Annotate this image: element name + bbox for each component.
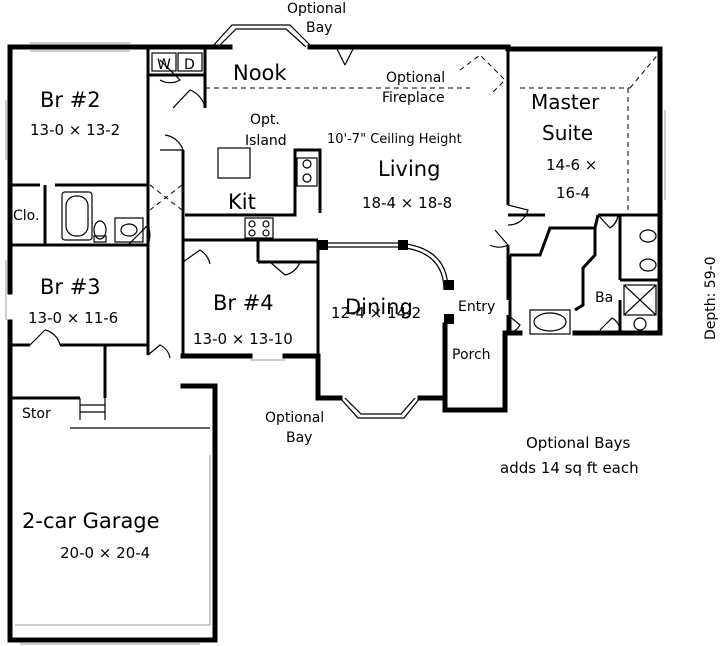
doors bbox=[29, 59, 621, 359]
bottom-bay-line1: Optional bbox=[265, 410, 324, 426]
storage-label: Stor bbox=[22, 406, 51, 422]
bays-note-line1: Optional Bays bbox=[526, 434, 631, 452]
island-line1: Opt. bbox=[250, 112, 280, 128]
bottom-optional-bay bbox=[339, 397, 421, 419]
br4-dims: 13-0 × 13-10 bbox=[193, 330, 293, 348]
master-dims1: 14-6 × bbox=[546, 156, 597, 174]
interior-walls bbox=[10, 47, 660, 400]
closet-label: Clo. bbox=[13, 208, 39, 224]
nook-label: Nook bbox=[233, 61, 287, 85]
fireplace-line1: Optional bbox=[386, 70, 445, 86]
dryer-label: D bbox=[184, 57, 195, 73]
dining-name: Dining bbox=[345, 295, 413, 319]
ceiling-height: 10'-7" Ceiling Height bbox=[327, 132, 462, 147]
room-labels: Br #2 13-0 × 13-2 Clo. Br #3 13-0 × 11-6… bbox=[13, 57, 613, 562]
bottom-bay-line2: Bay bbox=[286, 430, 312, 446]
living-name: Living bbox=[378, 157, 440, 181]
kitchen-label: Kit bbox=[228, 190, 256, 214]
garage-name: 2-car Garage bbox=[22, 509, 160, 533]
top-bay-line1: Optional bbox=[287, 1, 346, 17]
island-line2: Island bbox=[245, 133, 287, 149]
top-bay-line2: Bay bbox=[306, 20, 332, 36]
master-line1: Master bbox=[531, 90, 600, 114]
br4-name: Br #4 bbox=[213, 291, 274, 315]
br3-dims: 13-0 × 11-6 bbox=[28, 309, 118, 327]
bays-note-line2: adds 14 sq ft each bbox=[500, 459, 639, 477]
living-dims: 18-4 × 18-8 bbox=[362, 194, 452, 212]
bath-label: Ba bbox=[595, 290, 613, 306]
exterior-walls bbox=[7, 44, 663, 643]
windows bbox=[5, 42, 666, 645]
entry-label: Entry bbox=[458, 299, 495, 315]
master-dims2: 16-4 bbox=[556, 184, 590, 202]
top-optional-bay bbox=[211, 24, 355, 66]
porch-label: Porch bbox=[452, 347, 491, 363]
fixtures bbox=[15, 51, 661, 626]
master-line2: Suite bbox=[542, 121, 593, 145]
garage-dims: 20-0 × 20-4 bbox=[60, 544, 150, 562]
br2-dims: 13-0 × 13-2 bbox=[30, 121, 120, 139]
dining-dims-text: 12-4 × 14-2 bbox=[331, 304, 421, 322]
fireplace-line2: Fireplace bbox=[382, 90, 445, 106]
br3-name: Br #3 bbox=[40, 275, 101, 299]
depth-label: Depth: 59-0 bbox=[703, 256, 719, 340]
br2-name: Br #2 bbox=[40, 88, 101, 112]
washer-label: W bbox=[157, 57, 171, 73]
notes: Optional Bay Optional Bay Optional Bays … bbox=[265, 1, 719, 477]
